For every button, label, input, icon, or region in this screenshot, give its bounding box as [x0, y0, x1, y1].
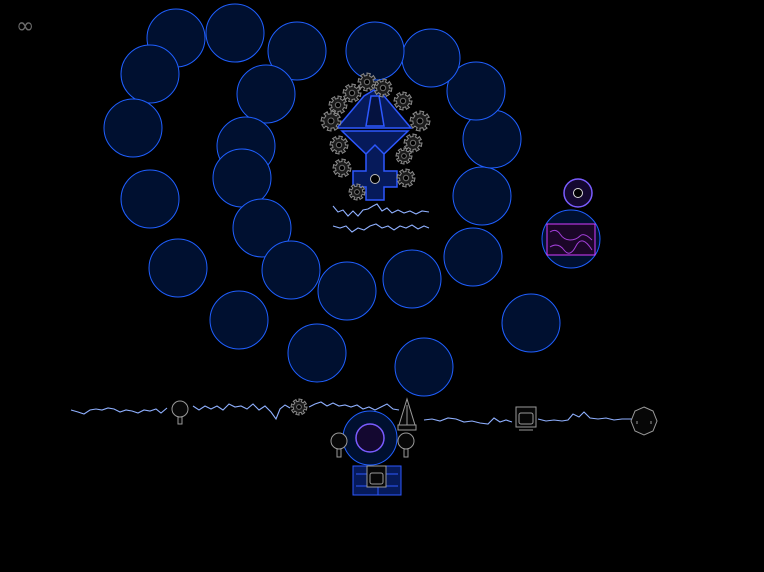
gear-hub — [327, 117, 335, 125]
gear-hub — [335, 141, 343, 149]
gear-hub — [348, 89, 356, 97]
bubble[interactable] — [261, 240, 321, 300]
node-icon[interactable] — [397, 432, 415, 458]
gear-hub — [354, 189, 360, 195]
bubble[interactable] — [382, 249, 442, 309]
bubble[interactable] — [394, 337, 454, 397]
ship-structure[interactable] — [335, 89, 413, 201]
gear-hub — [401, 153, 407, 159]
bubble[interactable] — [446, 61, 506, 121]
gear-hub — [334, 101, 342, 109]
resource-counter: ∞ — [16, 14, 34, 39]
bubble[interactable] — [120, 169, 180, 229]
node-icon[interactable] — [330, 432, 348, 458]
bottom-structures[interactable] — [171, 397, 658, 496]
node-icon[interactable] — [171, 400, 189, 425]
core-unit[interactable] — [330, 410, 415, 496]
bubble[interactable] — [120, 44, 180, 104]
gear-hub — [296, 404, 302, 410]
gear-hub — [399, 97, 407, 105]
ground-line — [70, 401, 632, 425]
gear-hub — [416, 117, 424, 125]
bubble[interactable] — [443, 227, 503, 287]
gear-hub — [363, 78, 371, 86]
bubble[interactable] — [103, 98, 163, 158]
bubble[interactable] — [401, 28, 461, 88]
bubble[interactable] — [212, 148, 272, 208]
bubble[interactable] — [501, 293, 561, 353]
bubble[interactable] — [345, 21, 405, 81]
bubble[interactable] — [452, 166, 512, 226]
gear-hub — [402, 174, 410, 182]
magenta-panel[interactable] — [546, 223, 596, 256]
hub-icon[interactable] — [630, 406, 658, 436]
bubble[interactable] — [232, 198, 292, 258]
bubble[interactable] — [267, 21, 327, 81]
bubble[interactable] — [205, 3, 265, 63]
bubble-field[interactable] — [103, 3, 601, 397]
gear-hub — [379, 84, 387, 92]
bubble[interactable] — [317, 261, 377, 321]
ring-orb-icon[interactable] — [563, 178, 593, 208]
tendrils — [332, 203, 430, 233]
bubble[interactable] — [148, 238, 208, 298]
gear-hub — [338, 164, 346, 172]
generator-icon[interactable] — [515, 406, 537, 431]
bubble[interactable] — [236, 64, 296, 124]
tower-icon[interactable] — [397, 397, 417, 431]
gear-hub — [409, 139, 417, 147]
bubble[interactable] — [209, 290, 269, 350]
bubble[interactable] — [287, 323, 347, 383]
